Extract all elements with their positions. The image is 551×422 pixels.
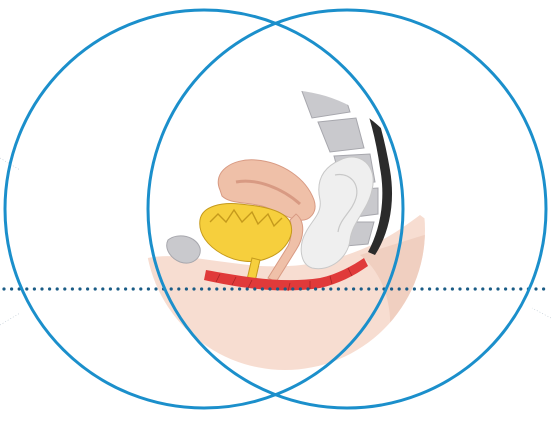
bladder: [200, 204, 292, 262]
anatomy-illustration: [140, 40, 440, 422]
right-guide-line-bottom: [532, 308, 551, 318]
left-guide-line-bottom: [0, 313, 20, 325]
